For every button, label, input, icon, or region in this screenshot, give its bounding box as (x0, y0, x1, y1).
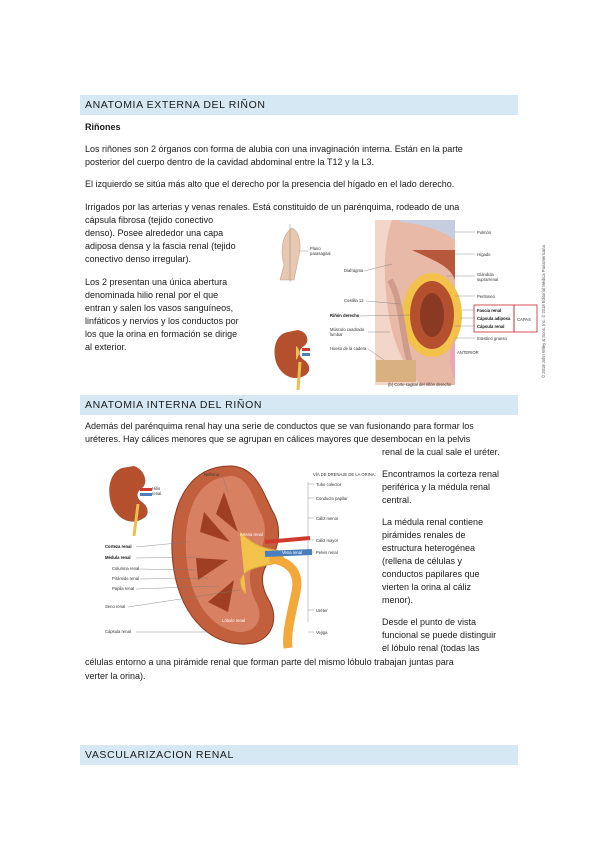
paragraph-externa-4-line1: Los 2 presentan una única abertura (85, 277, 228, 287)
paragraph-interna-3-line7: menor). (382, 595, 414, 605)
paragraph-externa-4-line6: al exterior. (85, 342, 127, 352)
label-capsula-renal-2: Cápsula renal (105, 629, 131, 634)
label-pelvis-renal: Pelvis renal (316, 550, 338, 555)
label-pulmon: Pulmón (477, 230, 492, 235)
label-costilla-12: Costilla 12 (344, 298, 364, 303)
label-vena-renal: Vena renal (282, 550, 302, 555)
label-piramide-renal: Pirámide renal (112, 576, 139, 581)
paragraph-interna-2-line2: periférica y la médula renal (382, 482, 491, 492)
kidney-inset-illustration (109, 466, 152, 537)
label-lobulo-renal: Lóbulo renal (222, 618, 245, 623)
svg-text:© 2018 John Wiley & Sons, Inc.: © 2018 John Wiley & Sons, Inc. © 2018 Ed… (541, 245, 546, 378)
label-conducto-papilar: Conducto papilar (316, 496, 348, 501)
subtitle-rinones: Riñones (85, 122, 121, 132)
label-papila-renal: Papila renal (112, 586, 134, 591)
paragraph-externa-2: El izquierdo se sitúa más alto que el de… (85, 179, 455, 189)
kidney-small-illustration (274, 330, 310, 391)
label-intestino-grueso: Intestino grueso (477, 336, 507, 341)
section-heading-externa: ANATOMIA EXTERNA DEL RIÑON (80, 95, 518, 115)
paragraph-interna-4-line2: funcional se puede distinguir (382, 630, 497, 640)
label-capsula-renal: Cápsula renal (477, 324, 504, 329)
label-renal-hilio: renal (152, 491, 161, 496)
paragraph-externa-3-line3: denso). Posee alrededor una capa (85, 228, 224, 238)
label-plano: Plano (310, 246, 321, 251)
label-columna-renal: Columna renal (112, 566, 139, 571)
label-diafragma: Diafragma (344, 268, 364, 273)
label-suprarrenal: suprarrenal (477, 277, 498, 282)
label-fascia-renal: Fascia renal (477, 308, 501, 313)
label-ureter: Uréter (316, 608, 328, 613)
label-via-drenaje: VÍA DE DRENAJE DE LA ORINA: (313, 472, 376, 477)
label-glandula: Glándula (477, 272, 494, 277)
paragraph-externa-4-line5: los que la orina en formación se dirige (85, 329, 238, 339)
label-caliz-menor: Cáliz menor (316, 516, 339, 521)
label-lumbar: lumbar (330, 332, 343, 337)
figure-internal-kidney: Hilio renal Arteria renal Vena renal Lób… (105, 465, 376, 649)
paragraph-externa-3-line2: cápsula fibrosa (tejido conectivo (85, 215, 214, 225)
paragraph-externa-3-line4: adiposa densa y la fascia renal (tejido (85, 241, 236, 251)
label-rinon-derecho: Riñón derecho (330, 313, 360, 318)
label-hilio: Hilio (152, 486, 161, 491)
figure1-copyright: © 2018 John Wiley & Sons, Inc. © 2018 Ed… (541, 245, 546, 378)
label-tubo-colector: Tubo colector (316, 482, 342, 487)
section-heading-vascularizacion: VASCULARIZACION RENAL (80, 745, 518, 765)
label-capsula-adiposa: Cápsula adiposa (477, 316, 511, 321)
label-medula-renal: Médula renal (105, 555, 131, 560)
label-musculo-cuadrado: Músculo cuadrado (330, 327, 365, 332)
label-vejiga: Vejiga (316, 630, 328, 635)
label-arteria-renal: Arteria renal (240, 532, 263, 537)
sagittal-section-illustration (375, 220, 462, 385)
paragraph-interna-4-line3: el lóbulo renal (todas las (382, 643, 480, 653)
paragraph-interna-5-line1: células entorno a una pirámide renal que… (85, 657, 454, 667)
label-caliz-mayor: Cáliz mayor (316, 538, 339, 543)
leader-lines-right (447, 231, 475, 339)
label-higado: Hígado (477, 252, 491, 257)
paragraph-externa-1b: posterior del cuerpo dentro de la cavida… (85, 157, 375, 167)
paragraph-interna-3-line2: pirámides renales de (382, 530, 466, 540)
paragraph-interna-3-line4: (rellena de células y (382, 556, 463, 566)
paragraph-externa-3-line1: Irrigados por las arterias y venas renal… (85, 202, 460, 212)
label-parasagital: parasagital (310, 251, 331, 256)
layers-bracket (513, 304, 538, 333)
paragraph-interna-4-line1: Desde el punto de vista (382, 617, 477, 627)
figure1-caption: (b) Corte sagital del riñón derecho (388, 382, 452, 387)
paragraph-externa-3-line5: conectivo denso irregular). (85, 254, 192, 264)
paragraph-interna-3-line6: vierten la orina al cáliz (382, 582, 472, 592)
label-hueso-cadera: Hueso de la cadera (330, 346, 367, 351)
paragraph-interna-1-line1: Además del parénquima renal hay una seri… (85, 421, 474, 431)
paragraph-interna-3-line3: estructura heterogénea (382, 543, 476, 553)
label-anterior: ANTERIOR (457, 350, 479, 355)
paragraph-interna-1-line2: uréteres. Hay cálices menores que se agr… (85, 434, 471, 444)
figure-sagittal-kidney: Plano parasagital Diafragma Costilla 12 … (274, 220, 538, 391)
paragraph-externa-1a: Los riñones son 2 órganos con forma de a… (85, 144, 463, 154)
leader-lines-left (359, 263, 411, 361)
paragraph-externa-4-line2: denominada hilio renal por el que (85, 290, 219, 300)
paragraph-interna-1-line3: renal de la cual sale el uréter. (382, 447, 500, 457)
label-nefrona: Nefrona (204, 472, 220, 477)
body-silhouette-inset (279, 224, 301, 282)
kidney-section-illustration (171, 465, 313, 649)
label-corteza-renal: Corteza renal (105, 544, 132, 549)
paragraph-interna-2-line3: central. (382, 495, 412, 505)
paragraph-interna-3-line5: conductos papilares que (382, 569, 480, 579)
paragraph-externa-4-line3: entran y salen los vasos sanguíneos, (85, 303, 234, 313)
paragraph-interna-2-line1: Encontramos la corteza renal (382, 469, 500, 479)
leader-lines-fig2-left (127, 474, 241, 633)
paragraph-interna-3-line1: La médula renal contiene (382, 517, 484, 527)
label-capas: CAPAS (517, 317, 531, 322)
label-peritoneo: Peritoneo (477, 294, 496, 299)
section-heading-interna: ANATOMIA INTERNA DEL RIÑON (80, 395, 518, 415)
paragraph-externa-4-line4: linfáticos y nervios y los conductos por (85, 316, 239, 326)
label-seno-renal: Seno renal (105, 604, 125, 609)
paragraph-interna-5-line2: verter la orina). (85, 671, 146, 681)
drainage-path-lines (307, 482, 314, 633)
